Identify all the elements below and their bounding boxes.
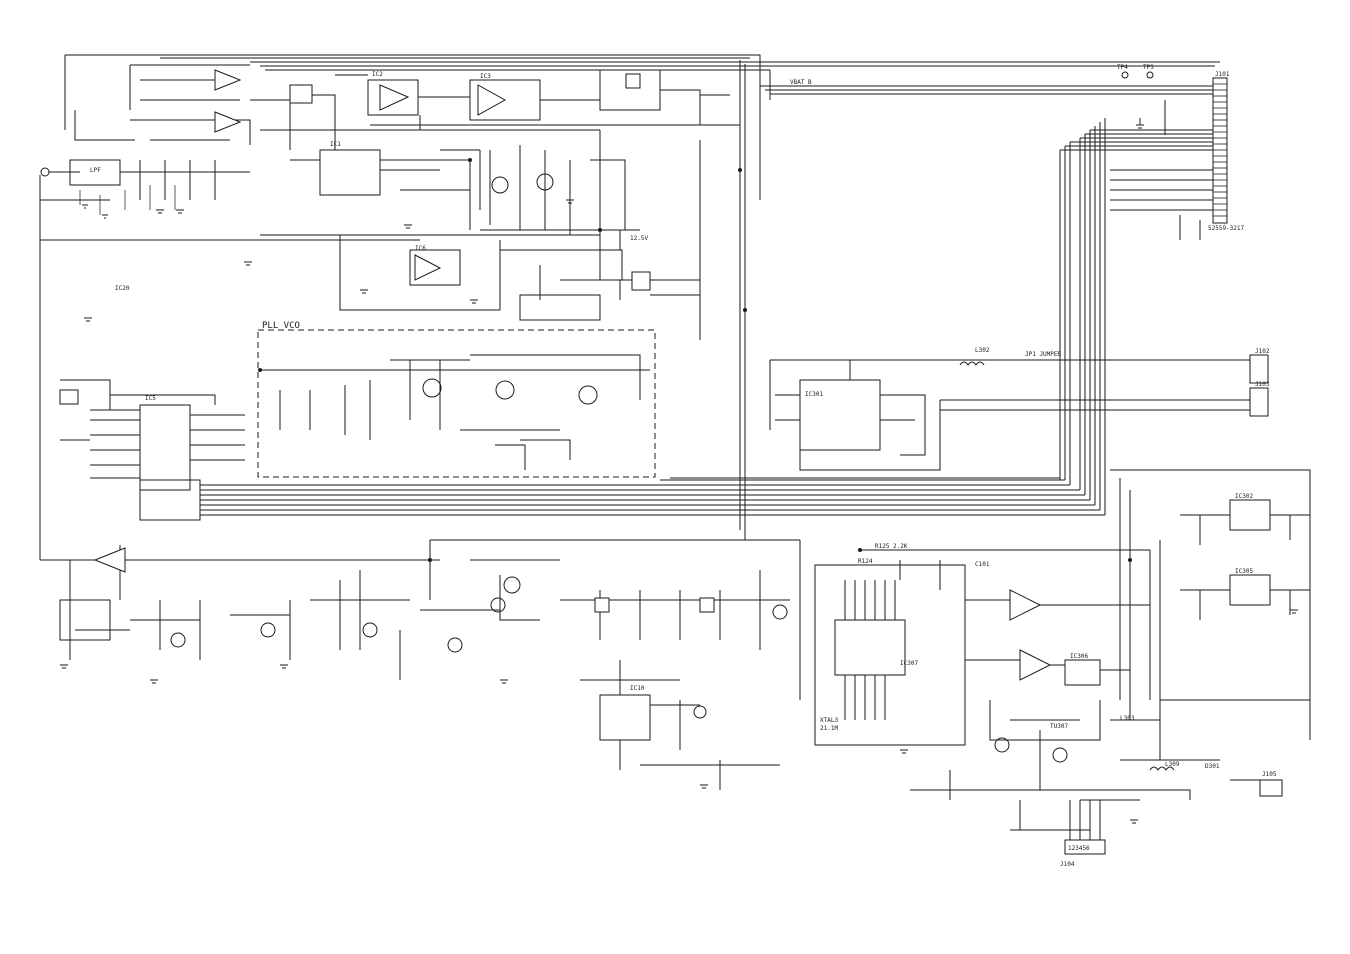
ic3-label: IC3 (480, 73, 491, 80)
antenna-input-section (39, 159, 420, 560)
ic307-label: IC307 (900, 660, 918, 667)
pll-vco-block: PLL VCO (257, 321, 656, 478)
vbat-label: VBAT B (790, 79, 812, 86)
c101-label: C101 (975, 561, 990, 568)
top-center-filter-block (335, 69, 740, 130)
top-power-rails (64, 54, 1220, 540)
j105-label: J105 (1262, 771, 1277, 778)
ic5-label: IC5 (145, 395, 156, 402)
pin-row-label: 123456 (1068, 845, 1090, 852)
r124-label: R124 (858, 558, 873, 565)
component-labels: IC1 IC2 IC3 IC6 IC20 IC301 IC302 IC305 I… (90, 71, 1277, 778)
rail-12v-label: 12.5V (630, 235, 648, 242)
xtal-freq-label: 21.1M (820, 725, 838, 732)
lower-center-filters: IC10 (430, 539, 801, 790)
tp5-label: TP5 (1143, 64, 1154, 71)
control-bus-lines (200, 118, 1215, 516)
r125-label: R125 2.2K (875, 543, 908, 550)
junction-dots (258, 158, 1132, 562)
pll-ic-block: IC5 (59, 379, 245, 521)
l302-label: L302 (975, 347, 990, 354)
ic1-label: IC1 (330, 141, 341, 148)
jumper-and-side-connectors: JP1 JUMPER (769, 351, 1269, 471)
main-connector: 52559-3217 TP4 TP5 (1110, 64, 1245, 240)
top-left-amplifiers (74, 64, 336, 150)
lpf-label: LPF (90, 167, 101, 174)
mixer-section (260, 140, 701, 340)
lower-left-section (40, 540, 560, 680)
ground-symbols (60, 199, 1298, 824)
connector-part-label: 52559-3217 (1208, 225, 1245, 232)
ic305-label: IC305 (1235, 568, 1253, 575)
voltage-regulators (1110, 469, 1311, 740)
output-stage: 123456 J104 (910, 700, 1283, 868)
ic20-label: IC20 (115, 285, 130, 292)
ic10-label: IC10 (630, 685, 645, 692)
j101-label: J101 (1215, 71, 1230, 78)
xtal-label: XTAL3 (820, 717, 838, 724)
l309-label: L309 (1165, 761, 1180, 768)
jp1-label: JP1 JUMPER (1025, 351, 1062, 358)
j103-label: J103 (1255, 381, 1270, 388)
ic2-label: IC2 (372, 71, 383, 78)
ic6-label: IC6 (415, 245, 426, 252)
d301-label: D301 (1205, 763, 1220, 770)
l303-label: L303 (1120, 715, 1135, 722)
ic301-label: IC301 (805, 391, 823, 398)
tp4-label: TP4 (1117, 64, 1128, 71)
tu307-label: TU307 (1050, 723, 1068, 730)
ic306-label: IC306 (1070, 653, 1088, 660)
ic302-label: IC302 (1235, 493, 1253, 500)
pll-vco-label: PLL VCO (262, 321, 300, 331)
j102-label: J102 (1255, 348, 1270, 355)
j104-label: J104 (1060, 861, 1075, 868)
rf-amp-section (260, 129, 640, 300)
audio-processing-section: IC307 XTAL3 21.1M R125 2.2K (814, 540, 1161, 746)
